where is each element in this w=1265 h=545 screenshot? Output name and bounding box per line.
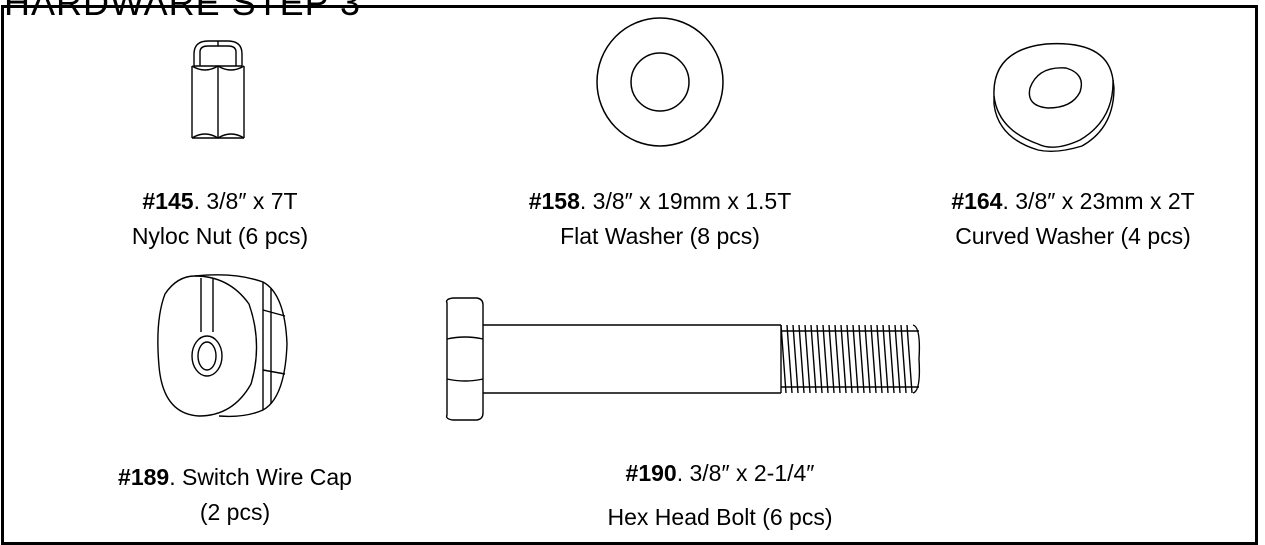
part-189-name: (2 pcs) xyxy=(199,499,271,525)
switch-wire-cap-illustration xyxy=(155,270,290,420)
part-189-number: #189 xyxy=(118,464,170,490)
part-190-spec-line: #190. 3/8″ x 2-1/4″ xyxy=(540,451,900,495)
curved-washer-illustration xyxy=(988,40,1118,153)
part-190-caption: #190. 3/8″ x 2-1/4″ Hex Head Bolt (6 pcs… xyxy=(540,451,900,539)
hex-head-bolt-illustration xyxy=(441,295,923,423)
part-190-number: #190 xyxy=(625,460,677,486)
part-164-spec-line: #164. 3/8″ x 23mm x 2T xyxy=(908,184,1238,219)
nyloc-nut-illustration xyxy=(188,38,248,143)
part-158-number: #158 xyxy=(528,188,580,214)
part-164-caption: #164. 3/8″ x 23mm x 2T Curved Washer (4 … xyxy=(908,184,1238,254)
part-164-number: #164 xyxy=(951,188,1003,214)
flat-washer-illustration xyxy=(594,14,726,150)
part-145-name: Nyloc Nut (6 pcs) xyxy=(131,223,309,249)
part-189-caption: #189. Switch Wire Cap (2 pcs) xyxy=(70,460,400,530)
part-158-name: Flat Washer (8 pcs) xyxy=(560,223,760,249)
part-164-name: Curved Washer (4 pcs) xyxy=(955,223,1191,249)
part-164-spec: . 3/8″ x 23mm x 2T xyxy=(1002,188,1195,214)
part-190-name: Hex Head Bolt (6 pcs) xyxy=(607,504,833,530)
part-158-caption: #158. 3/8″ x 19mm x 1.5T Flat Washer (8 … xyxy=(470,184,850,254)
part-145-caption: #145. 3/8″ x 7T Nyloc Nut (6 pcs) xyxy=(100,184,340,254)
part-189-spec-line: #189. Switch Wire Cap xyxy=(70,460,400,495)
part-145-spec-line: #145. 3/8″ x 7T xyxy=(100,184,340,219)
part-158-spec: . 3/8″ x 19mm x 1.5T xyxy=(579,188,792,214)
part-189-spec: . Switch Wire Cap xyxy=(169,464,352,490)
part-145-spec: . 3/8″ x 7T xyxy=(193,188,298,214)
part-145-number: #145 xyxy=(142,188,194,214)
part-190-spec: . 3/8″ x 2-1/4″ xyxy=(676,460,815,486)
part-158-spec-line: #158. 3/8″ x 19mm x 1.5T xyxy=(470,184,850,219)
